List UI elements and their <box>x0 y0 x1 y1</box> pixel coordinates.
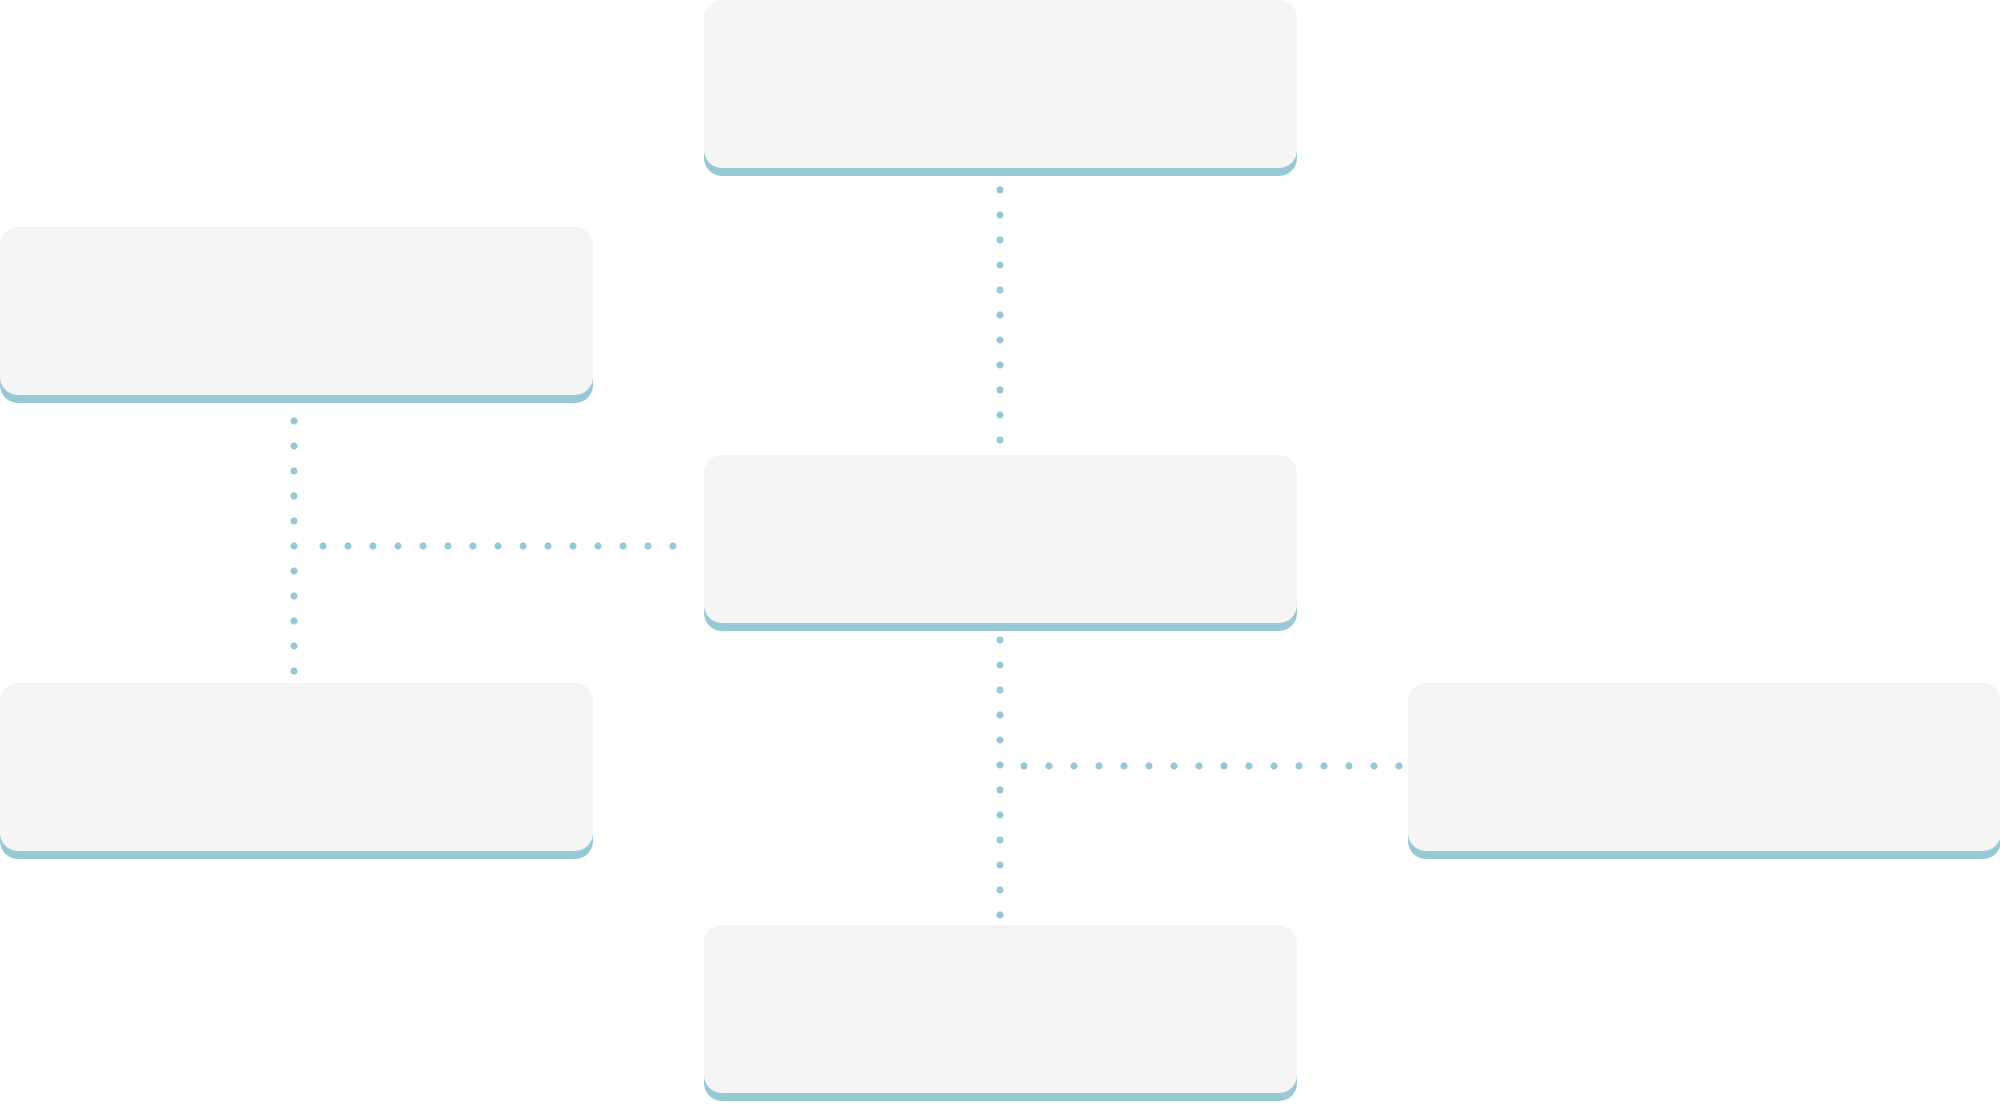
node-right <box>1408 683 2000 859</box>
connector-dot-left-vertical <box>290 442 298 450</box>
connector-dot-top-center <box>996 261 1004 269</box>
connector-dot-center-to-right <box>1020 762 1028 770</box>
node-left-upper <box>0 227 593 403</box>
connector-dot-top-center <box>996 336 1004 344</box>
connector-dot-left-vertical <box>290 417 298 425</box>
connector-dot-left-vertical <box>290 517 298 525</box>
connector-dot-top-center <box>996 286 1004 294</box>
node-top-box <box>704 0 1297 168</box>
connector-dot-center-bottom <box>996 861 1004 869</box>
connector-dot-left-to-center <box>419 542 427 550</box>
connector-dot-left-vertical <box>290 542 298 550</box>
connector-dot-left-vertical <box>290 642 298 650</box>
connector-dot-top-center <box>996 411 1004 419</box>
node-center-box <box>704 455 1297 623</box>
connector-dot-left-to-center <box>469 542 477 550</box>
connector-dot-center-to-right <box>1245 762 1253 770</box>
connector-dot-left-to-center <box>344 542 352 550</box>
connector-dot-center-to-right <box>1295 762 1303 770</box>
connector-dot-left-to-center <box>569 542 577 550</box>
node-bottom-box <box>704 925 1297 1093</box>
connector-dot-left-to-center <box>394 542 402 550</box>
connector-dot-top-center <box>996 211 1004 219</box>
connector-dot-left-to-center <box>644 542 652 550</box>
connector-dot-top-center <box>996 311 1004 319</box>
connector-dot-center-bottom <box>996 736 1004 744</box>
node-center <box>704 455 1297 631</box>
connector-dot-left-to-center <box>494 542 502 550</box>
connector-dot-left-vertical <box>290 492 298 500</box>
connector-dot-center-to-right <box>1395 762 1403 770</box>
connector-dot-top-center <box>996 361 1004 369</box>
connector-dot-left-to-center <box>619 542 627 550</box>
node-left-upper-box <box>0 227 593 395</box>
connector-dot-center-to-right <box>1270 762 1278 770</box>
connector-dot-center-bottom <box>996 786 1004 794</box>
connector-dot-center-bottom <box>996 911 1004 919</box>
connector-dot-center-bottom <box>996 811 1004 819</box>
connector-dot-left-to-center <box>519 542 527 550</box>
connector-dot-left-vertical <box>290 467 298 475</box>
connector-dot-center-bottom <box>996 711 1004 719</box>
connector-dot-center-bottom <box>996 636 1004 644</box>
connector-dot-left-to-center <box>544 542 552 550</box>
node-left-lower <box>0 683 593 859</box>
connector-dot-left-to-center <box>369 542 377 550</box>
connector-dot-center-to-right <box>1095 762 1103 770</box>
connector-dot-center-to-right <box>1220 762 1228 770</box>
connector-dot-left-to-center <box>319 542 327 550</box>
connector-dot-left-to-center <box>669 542 677 550</box>
connector-dot-center-to-right <box>1145 762 1153 770</box>
connector-dot-center-bottom <box>996 886 1004 894</box>
node-left-lower-box <box>0 683 593 851</box>
connector-dot-left-to-center <box>444 542 452 550</box>
node-top <box>704 0 1297 176</box>
connector-dot-center-bottom <box>996 686 1004 694</box>
connector-dot-center-bottom <box>996 761 1004 769</box>
connector-dot-left-vertical <box>290 617 298 625</box>
node-right-box <box>1408 683 2000 851</box>
connector-dot-top-center <box>996 236 1004 244</box>
node-bottom <box>704 925 1297 1101</box>
connector-dot-top-center <box>996 436 1004 444</box>
connector-dot-left-vertical <box>290 667 298 675</box>
connector-dot-left-to-center <box>594 542 602 550</box>
connector-dot-center-to-right <box>1370 762 1378 770</box>
connector-dot-center-to-right <box>1045 762 1053 770</box>
connector-dot-center-to-right <box>1120 762 1128 770</box>
connector-dot-center-to-right <box>1345 762 1353 770</box>
connector-dot-center-to-right <box>1070 762 1078 770</box>
connector-dot-left-vertical <box>290 592 298 600</box>
connector-dot-center-to-right <box>1195 762 1203 770</box>
connector-dot-center-bottom <box>996 661 1004 669</box>
connector-dot-center-to-right <box>1320 762 1328 770</box>
connector-dot-left-vertical <box>290 567 298 575</box>
connector-dot-top-center <box>996 186 1004 194</box>
connector-dot-top-center <box>996 386 1004 394</box>
connector-dot-center-to-right <box>1170 762 1178 770</box>
connector-dot-center-bottom <box>996 836 1004 844</box>
